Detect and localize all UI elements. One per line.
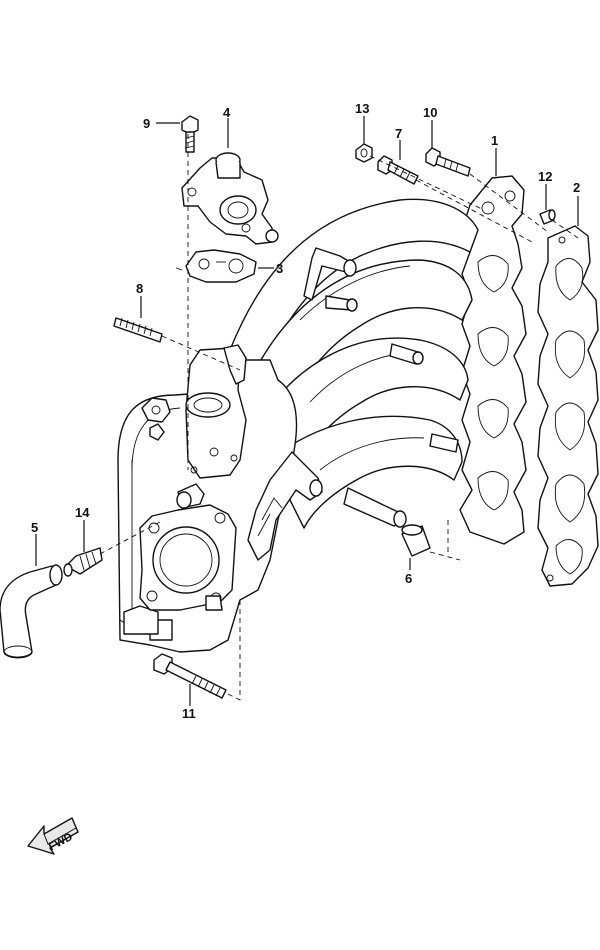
pcv-fitting <box>176 483 205 509</box>
support-bracket <box>247 451 323 561</box>
forward-direction-arrow: FWD <box>27 817 79 855</box>
callout-13: 13 <box>355 101 369 116</box>
manifold-flange <box>459 175 527 545</box>
callout-9: 9 <box>143 116 150 131</box>
leader-lines <box>35 116 579 706</box>
dowel-pin-12 <box>539 209 556 225</box>
callout-1: 1 <box>491 133 498 148</box>
callout-7: 7 <box>395 126 402 141</box>
callout-2: 2 <box>573 180 580 195</box>
spacer-6 <box>401 524 431 557</box>
bolt-9 <box>181 115 199 153</box>
water-outlet-neck <box>141 344 247 479</box>
callout-3: 3 <box>276 261 283 276</box>
callout-labels: 1 2 3 4 5 6 7 8 9 10 11 12 13 14 <box>31 101 580 721</box>
nut-13 <box>355 143 373 163</box>
stud-8 <box>113 317 163 343</box>
manifold-gasket <box>537 225 599 587</box>
callout-5: 5 <box>31 520 38 535</box>
bolt-10 <box>425 147 471 177</box>
callout-11: 11 <box>182 706 196 721</box>
check-valve-14 <box>63 547 103 577</box>
intake-runners <box>229 198 479 529</box>
callout-10: 10 <box>423 105 437 120</box>
callout-4: 4 <box>223 105 231 120</box>
callout-12: 12 <box>538 169 552 184</box>
iac-gasket <box>175 249 257 283</box>
throttle-flange <box>139 504 237 611</box>
callout-8: 8 <box>136 281 143 296</box>
bolt-11 <box>153 653 227 699</box>
callout-6: 6 <box>405 571 412 586</box>
vacuum-nipples <box>303 247 459 528</box>
hose-5 <box>0 564 63 659</box>
bolt-7 <box>377 155 419 185</box>
alignment-lines <box>99 134 579 701</box>
idle-air-control-valve <box>181 152 279 245</box>
callout-14: 14 <box>75 505 90 520</box>
